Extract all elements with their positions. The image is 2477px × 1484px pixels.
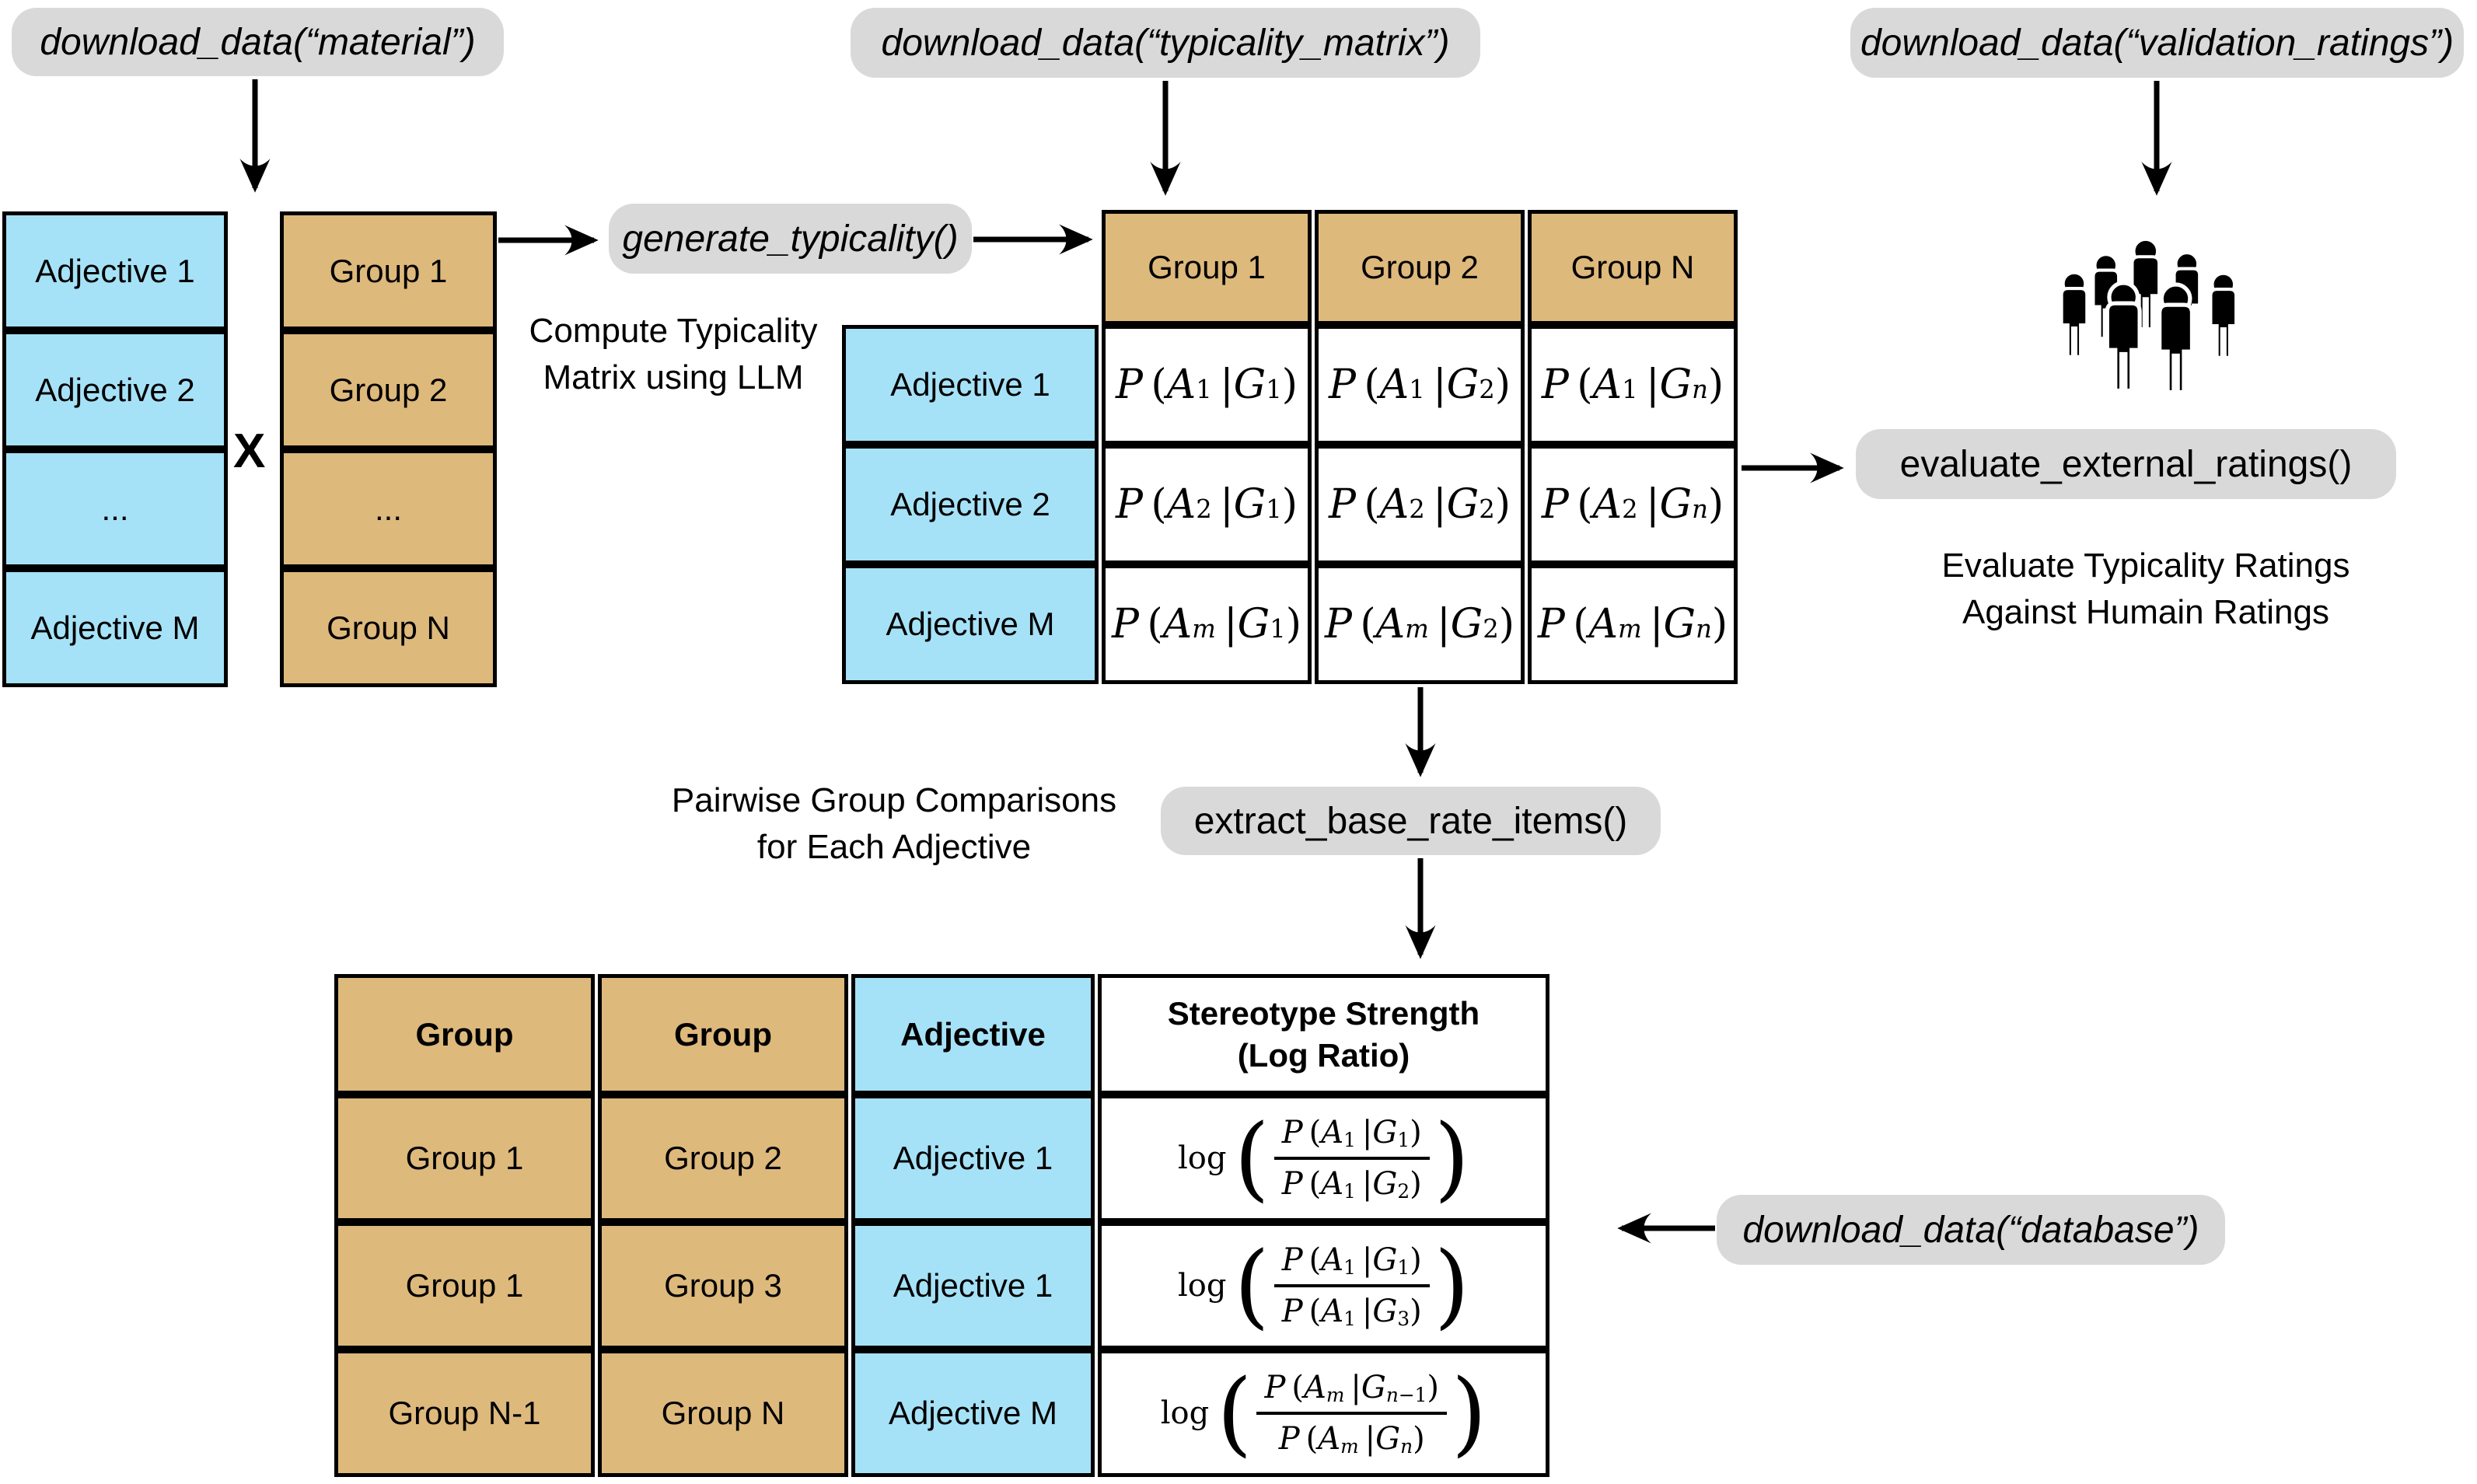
matrix-row-header-adjective-1: Adjective 1 — [842, 325, 1099, 445]
matrix-row-header-adjective-2: Adjective 2 — [842, 445, 1099, 564]
caption-compute-typicality: Compute Typicality Matrix using LLM — [471, 308, 875, 401]
brt-header-stereotype-line2: (Log Ratio) — [1237, 1036, 1410, 1074]
pill-generate-typicality: generate_typicality() — [609, 204, 972, 274]
caption-evaluate-ratings: Evaluate Typicality Ratings Against Huma… — [1905, 543, 2387, 636]
caption-pairwise-line2: for Each Adjective — [756, 828, 1032, 866]
group-list-item-n: Group N — [280, 568, 497, 687]
pill-download-typicality-matrix: download_data(“typicality_matrix”) — [851, 8, 1480, 78]
typicality-matrix: Group 1 Group 2 Group N Adjective 1 P (A… — [842, 210, 1738, 684]
caption-compute-typicality-line1: Compute Typicality — [529, 312, 818, 350]
brt-header-group-a: Group — [334, 974, 595, 1095]
matrix-col-header-group-1: Group 1 — [1102, 210, 1312, 325]
caption-evaluate-line2: Against Humain Ratings — [1962, 593, 2329, 631]
pill-evaluate-external-ratings: evaluate_external_ratings() — [1856, 429, 2396, 499]
caption-compute-typicality-line2: Matrix using LLM — [543, 358, 804, 396]
adjective-list-item-1: Adjective 1 — [2, 211, 228, 330]
brt-row3-group-a: Group N-1 — [334, 1350, 595, 1477]
caption-pairwise-comparisons: Pairwise Group Comparisons for Each Adje… — [669, 777, 1120, 871]
group-list-ellipsis: ... — [280, 449, 497, 568]
brt-row2-group-a: Group 1 — [334, 1222, 595, 1350]
adjective-list-table: Adjective 1 Adjective 2 ... Adjective M — [2, 211, 228, 687]
group-list-item-2: Group 2 — [280, 330, 497, 449]
pill-download-material: download_data(“material”) — [12, 8, 504, 76]
group-list-table: Group 1 Group 2 ... Group N — [280, 211, 497, 687]
brt-row1-log-ratio: log(P (A1 |G1)P (A1 |G2)) — [1098, 1095, 1549, 1222]
brt-header-stereotype-line1: Stereotype Strength — [1167, 994, 1480, 1032]
matrix-corner-empty — [842, 210, 1099, 325]
matrix-col-header-group-2: Group 2 — [1315, 210, 1525, 325]
adjective-list-item-2: Adjective 2 — [2, 330, 228, 449]
matrix-col-header-group-n: Group N — [1528, 210, 1738, 325]
brt-row3-adjective: Adjective M — [851, 1350, 1095, 1477]
adjective-list-ellipsis: ... — [2, 449, 228, 568]
brt-row2-log-ratio: log(P (A1 |G1)P (A1 |G3)) — [1098, 1222, 1549, 1350]
brt-row1-adjective: Adjective 1 — [851, 1095, 1095, 1222]
matrix-row-header-adjective-m: Adjective M — [842, 564, 1099, 684]
adjective-list-item-m: Adjective M — [2, 568, 228, 687]
pill-extract-base-rate-items: extract_base_rate_items() — [1161, 787, 1661, 855]
cross-product-operator: X — [233, 424, 266, 478]
brt-row3-log-ratio: log(P (Am |Gn−1)P (Am |Gn)) — [1098, 1350, 1549, 1477]
brt-header-adjective: Adjective — [851, 974, 1095, 1095]
group-list-item-1: Group 1 — [280, 211, 497, 330]
brt-row3-group-b: Group N — [598, 1350, 848, 1477]
caption-evaluate-line1: Evaluate Typicality Ratings — [1941, 546, 2350, 585]
brt-row1-group-b: Group 2 — [598, 1095, 848, 1222]
brt-row1-group-a: Group 1 — [334, 1095, 595, 1222]
pill-download-database: download_data(“database”) — [1717, 1195, 2225, 1265]
brt-header-group-b: Group — [598, 974, 848, 1095]
brt-header-stereotype-strength: Stereotype Strength (Log Ratio) — [1098, 974, 1549, 1095]
people-crowd-icon — [2060, 237, 2238, 395]
base-rate-table: Group Group Adjective Stereotype Strengt… — [334, 974, 1549, 1477]
brt-row2-adjective: Adjective 1 — [851, 1222, 1095, 1350]
brt-row2-group-b: Group 3 — [598, 1222, 848, 1350]
caption-pairwise-line1: Pairwise Group Comparisons — [671, 781, 1117, 819]
pill-download-validation-ratings: download_data(“validation_ratings”) — [1850, 8, 2464, 78]
